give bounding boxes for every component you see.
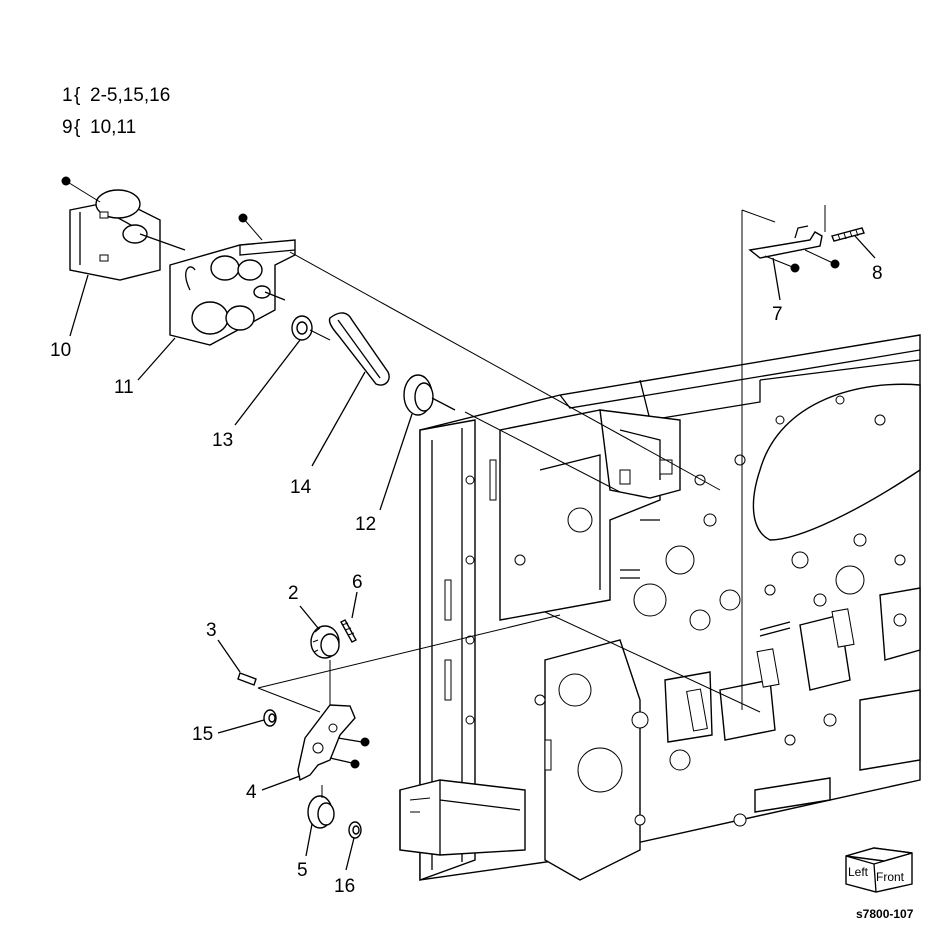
part-11-gear-housing: [169, 239, 296, 346]
part-5-gear: [307, 795, 335, 829]
ref-brace-1: {: [74, 85, 81, 106]
part-10-bracket: [69, 189, 186, 281]
screw-marker: [350, 759, 360, 769]
frame-slots: [444, 459, 855, 771]
ref-parent-9: 9: [62, 117, 73, 138]
part-2-gear: [310, 625, 340, 659]
ref-parent-1: 1: [62, 85, 73, 106]
assembly-lines: [257, 205, 826, 713]
callout-10: 10: [50, 340, 71, 361]
callout-2: 2: [288, 583, 299, 604]
cube-left-label: Left: [848, 865, 869, 879]
part-13-bushing: [291, 315, 313, 341]
callouts: 10 11 13 14 12 7 8 2 6 3 15 4 5 16: [50, 235, 883, 897]
part-12-pulley: [403, 374, 456, 416]
orientation-cube: Left Front: [845, 847, 913, 893]
ref-brace-9: {: [74, 117, 81, 138]
part-4-lever: [297, 704, 363, 782]
part-16-washer: [348, 821, 362, 839]
screw-marker: [360, 737, 370, 747]
callout-15: 15: [192, 724, 213, 745]
callout-16: 16: [334, 876, 355, 897]
callout-14: 14: [290, 477, 312, 498]
callout-11: 11: [114, 377, 134, 398]
part-3-pin: [237, 672, 257, 686]
callout-4: 4: [246, 782, 257, 803]
reference-group-1: 1 { 2-5,15,16: [62, 85, 170, 106]
part-15-washer: [263, 709, 277, 727]
callout-13: 13: [212, 430, 233, 451]
frame-holes: [465, 395, 907, 827]
callout-6: 6: [352, 572, 363, 593]
main-frame-drawing: [399, 334, 921, 881]
reference-group-9: 9 { 10,11: [62, 117, 136, 138]
callout-8: 8: [872, 263, 883, 284]
part-14-belt: [328, 312, 390, 386]
ref-children-9: 10,11: [90, 117, 136, 138]
part-8-screw: [831, 227, 865, 242]
cube-front-label: Front: [876, 870, 905, 884]
callout-5: 5: [297, 860, 308, 881]
part-6-spring: [340, 619, 357, 643]
callout-12: 12: [355, 514, 376, 535]
callout-3: 3: [206, 620, 217, 641]
ref-children-1: 2-5,15,16: [90, 85, 170, 106]
callout-7: 7: [772, 304, 783, 325]
part-7-bracket: [748, 225, 823, 259]
figure-code: s7800-107: [856, 907, 914, 921]
